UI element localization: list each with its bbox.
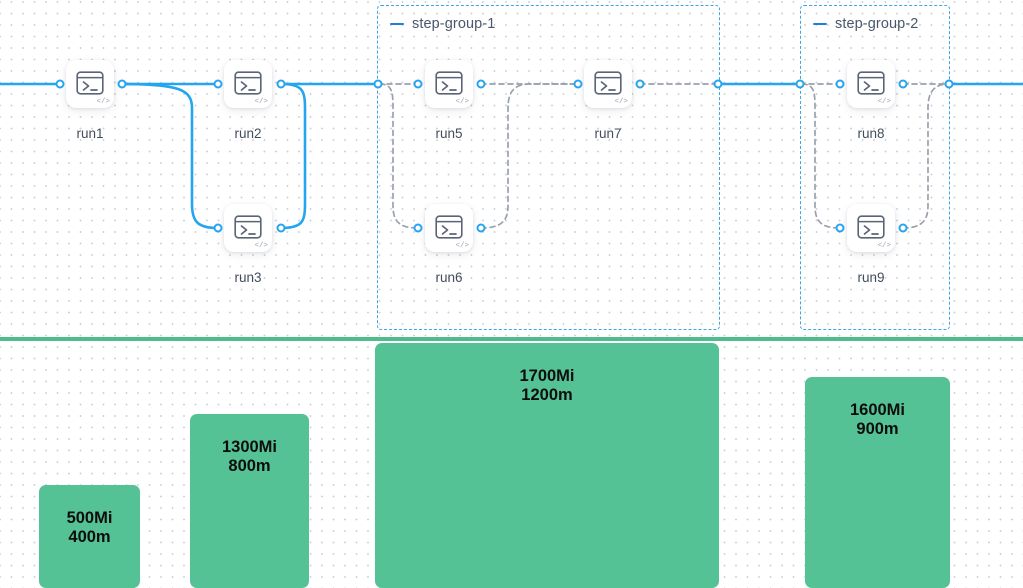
handle-run7-left[interactable]	[573, 79, 583, 89]
code-badge-icon: </>	[254, 241, 268, 250]
group-step-group-1[interactable]: step-group-1	[377, 5, 720, 330]
node-run3[interactable]: </>	[224, 204, 272, 252]
handle-run1-left[interactable]	[55, 79, 65, 89]
node-label-run1: run1	[76, 126, 104, 141]
group-title: step-group-1	[412, 16, 496, 32]
handle-group1-left[interactable]	[373, 79, 383, 89]
node-run5[interactable]: </>	[425, 60, 473, 108]
terminal-icon	[234, 215, 262, 239]
handle-run7-right[interactable]	[635, 79, 645, 89]
node-run7[interactable]: </>	[584, 60, 632, 108]
node-label-run9: run9	[857, 270, 885, 285]
handle-run9-right[interactable]	[898, 223, 908, 233]
node-label-run3: run3	[234, 270, 262, 285]
handle-run6-right[interactable]	[476, 223, 486, 233]
handle-run3-right[interactable]	[276, 223, 286, 233]
handle-run3-left[interactable]	[213, 223, 223, 233]
code-badge-icon: </>	[455, 241, 469, 250]
terminal-icon	[857, 71, 885, 95]
handle-run9-left[interactable]	[835, 223, 845, 233]
handle-run5-left[interactable]	[413, 79, 423, 89]
node-run8[interactable]: </>	[847, 60, 895, 108]
handle-run1-right[interactable]	[117, 79, 127, 89]
node-label-run7: run7	[594, 126, 622, 141]
terminal-icon	[594, 71, 622, 95]
cpu-value: 1200m	[521, 386, 573, 405]
code-badge-icon: </>	[877, 97, 891, 106]
memory-value: 500Mi	[66, 509, 113, 527]
memory-value: 1600Mi	[849, 401, 906, 419]
node-label-run8: run8	[857, 126, 885, 141]
edge-run2-run3	[279, 82, 307, 230]
terminal-icon	[857, 215, 885, 239]
group-label-step-group-2: step-group-2	[813, 16, 918, 32]
code-badge-icon: </>	[455, 97, 469, 106]
terminal-icon	[234, 71, 262, 95]
handle-group2-left[interactable]	[795, 79, 805, 89]
node-label-run2: run2	[234, 126, 262, 141]
memory-value: 1700Mi	[519, 367, 575, 385]
code-badge-icon: </>	[254, 97, 268, 106]
node-run2[interactable]: </>	[224, 60, 272, 108]
handle-run2-left[interactable]	[213, 79, 223, 89]
group-title: step-group-2	[835, 16, 919, 32]
node-run6[interactable]: </>	[425, 204, 473, 252]
minus-icon[interactable]	[813, 22, 827, 26]
handle-run6-left[interactable]	[413, 223, 423, 233]
resource-divider	[0, 337, 1023, 341]
cpu-value: 900m	[856, 420, 899, 439]
group-label-step-group-1: step-group-1	[390, 16, 495, 32]
handle-group2-right[interactable]	[944, 79, 954, 89]
terminal-icon	[435, 71, 463, 95]
node-label-run6: run6	[435, 270, 463, 285]
group-step-group-2[interactable]: step-group-2	[800, 5, 950, 330]
node-run9[interactable]: </>	[847, 204, 895, 252]
cpu-value: 800m	[228, 457, 271, 476]
terminal-icon	[435, 215, 463, 239]
code-badge-icon: </>	[96, 97, 110, 106]
cpu-value: 400m	[68, 528, 111, 547]
code-badge-icon: </>	[614, 97, 628, 106]
edge-run1-run3	[120, 82, 220, 230]
handle-run8-right[interactable]	[898, 79, 908, 89]
minus-icon[interactable]	[390, 22, 404, 26]
terminal-icon	[76, 71, 104, 95]
handle-group1-right[interactable]	[713, 79, 723, 89]
handle-run8-left[interactable]	[835, 79, 845, 89]
memory-value: 1300Mi	[221, 438, 278, 456]
node-label-run5: run5	[435, 126, 463, 141]
code-badge-icon: </>	[877, 241, 891, 250]
handle-run2-right[interactable]	[276, 79, 286, 89]
node-run1[interactable]: </>	[66, 60, 114, 108]
handle-run5-right[interactable]	[476, 79, 486, 89]
